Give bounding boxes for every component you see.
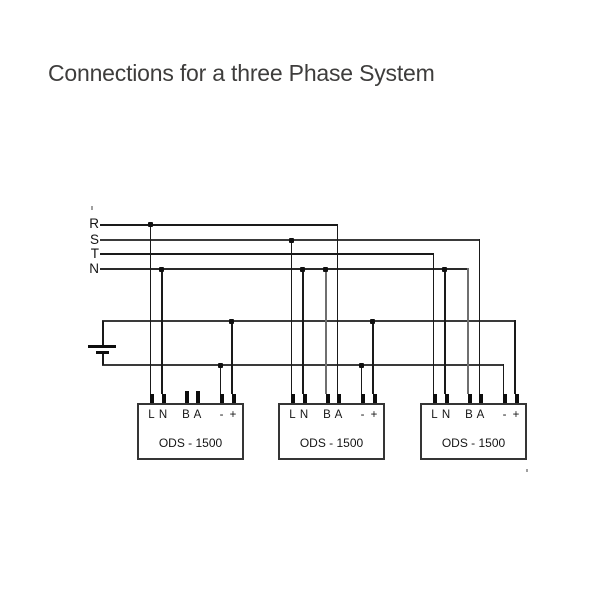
unit-box-1: L N B A - + ODS - 1500 xyxy=(137,391,244,460)
terminal-label-a: A xyxy=(193,409,202,421)
wire-unit3-b xyxy=(467,268,469,394)
wire-unit1-plus xyxy=(231,320,233,394)
wire-neutral xyxy=(100,268,469,270)
battery-positive-plate xyxy=(88,344,116,348)
terminal-stub-l xyxy=(433,394,438,403)
junction-dot xyxy=(217,362,223,368)
battery-negative-lead xyxy=(102,354,104,365)
wire-unit2-l xyxy=(290,239,292,394)
wire-phase-t xyxy=(100,253,434,255)
terminal-label-l: L xyxy=(431,409,438,421)
unit-box-3: L N B A - + ODS - 1500 xyxy=(420,394,527,460)
terminal-stub-a xyxy=(196,391,201,403)
terminal-stub-a xyxy=(337,394,342,403)
wire-unit2-plus xyxy=(372,320,374,394)
terminal-stub-minus xyxy=(361,394,366,403)
wire-unit3-plus xyxy=(514,320,516,394)
terminal-label-n: N xyxy=(441,409,451,421)
wire-unit3-minus xyxy=(502,364,504,394)
terminal-stub-plus xyxy=(231,394,236,403)
scan-artifact xyxy=(526,469,528,472)
phase-label-r: R xyxy=(89,216,99,231)
terminal-stub-minus xyxy=(220,394,225,403)
junction-dot xyxy=(229,318,235,324)
unit-name: ODS - 1500 xyxy=(441,436,506,450)
terminal-label-b: B xyxy=(323,409,331,421)
unit-name: ODS - 1500 xyxy=(299,436,364,450)
terminal-label-l: L xyxy=(289,409,296,421)
terminal-stub-l xyxy=(150,394,155,403)
terminal-label-minus: - xyxy=(502,409,507,421)
terminal-label-plus: + xyxy=(512,409,520,421)
terminal-label-minus: - xyxy=(360,409,365,421)
terminal-stub-b xyxy=(184,391,189,403)
junction-dot xyxy=(288,237,294,243)
terminal-label-b: B xyxy=(465,409,473,421)
page-title: Connections for a three Phase System xyxy=(48,60,435,86)
terminal-stub-a xyxy=(479,394,484,403)
battery-positive-lead xyxy=(102,321,104,346)
terminal-stub-b xyxy=(325,394,330,403)
terminal-label-minus: - xyxy=(219,409,224,421)
phase-label-s: S xyxy=(89,231,99,247)
wire-unit3-l xyxy=(432,253,434,394)
wire-unit2-minus xyxy=(360,364,362,394)
unit-box-2: L N B A - + ODS - 1500 xyxy=(278,394,385,460)
wire-unit1-l xyxy=(149,224,151,394)
terminal-stub-b xyxy=(467,394,472,403)
terminal-stub-minus xyxy=(503,394,508,403)
terminal-stub-plus xyxy=(514,394,519,403)
wire-unit2-a xyxy=(336,224,338,394)
terminal-stub-n xyxy=(444,394,449,403)
terminal-stub-n xyxy=(161,394,166,403)
scan-artifact xyxy=(91,206,93,210)
terminal-label-a: A xyxy=(476,409,485,421)
wire-phase-r xyxy=(100,224,338,226)
terminal-stub-n xyxy=(302,394,307,403)
wire-unit3-n xyxy=(444,268,446,394)
terminal-label-a: A xyxy=(334,409,343,421)
terminal-stub-plus xyxy=(372,394,377,403)
wire-positive-bus xyxy=(102,320,516,322)
terminal-label-l: L xyxy=(148,409,155,421)
phase-label-n: N xyxy=(89,260,99,276)
junction-dot xyxy=(147,222,153,228)
unit-name: ODS - 1500 xyxy=(158,436,223,450)
terminal-label-n: N xyxy=(299,409,309,421)
junction-dot xyxy=(370,318,376,324)
wire-unit2-n xyxy=(302,268,304,394)
wire-unit3-a xyxy=(478,239,480,394)
terminal-label-b: B xyxy=(182,409,190,421)
phase-label-t: T xyxy=(90,245,99,261)
junction-dot xyxy=(323,266,329,272)
wire-unit2-b xyxy=(325,268,327,394)
junction-dot xyxy=(442,266,448,272)
junction-dot xyxy=(300,266,306,272)
terminal-label-n: N xyxy=(158,409,168,421)
terminal-stub-l xyxy=(291,394,296,403)
battery-negative-plate xyxy=(95,351,109,354)
terminal-label-plus: + xyxy=(229,409,237,421)
junction-dot xyxy=(159,266,165,272)
terminal-label-plus: + xyxy=(370,409,378,421)
junction-dot xyxy=(358,362,364,368)
wire-unit1-minus xyxy=(219,364,221,394)
wire-unit1-n xyxy=(161,268,163,394)
